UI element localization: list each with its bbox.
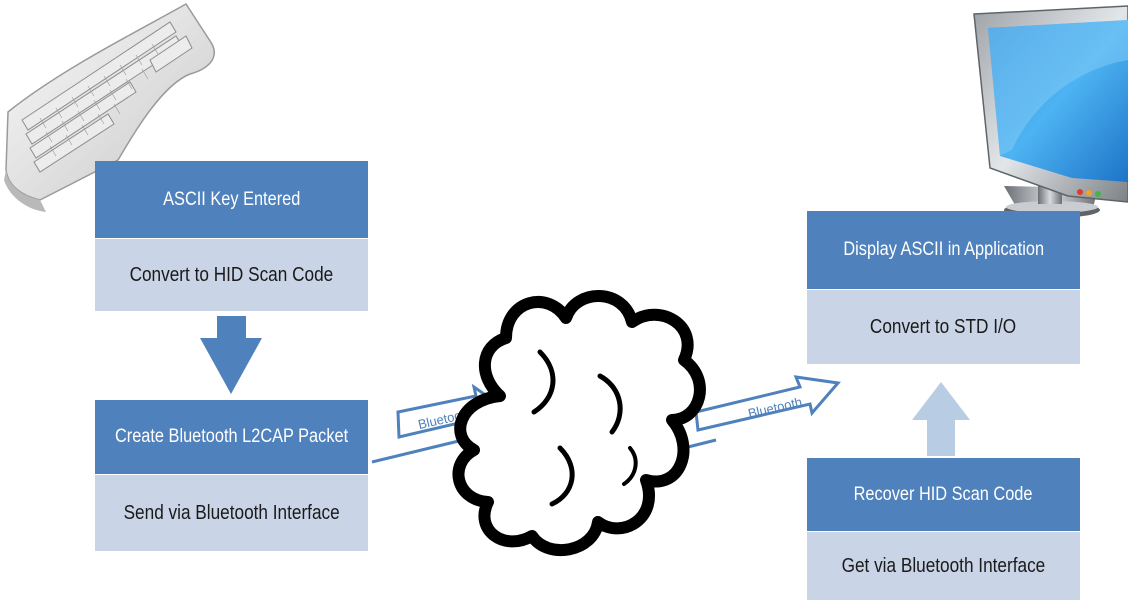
recover-hid-scan-code-label: Recover HID Scan Code bbox=[854, 483, 1033, 505]
get-bluetooth-interface-label: Get via Bluetooth Interface bbox=[841, 554, 1046, 577]
keyboard-icon bbox=[4, 3, 215, 212]
send-bluetooth-interface-label: Send via Bluetooth Interface bbox=[123, 501, 340, 524]
convert-std-io-label: Convert to STD I/O bbox=[870, 315, 1017, 338]
convert-hid-scan-code-label: Convert to HID Scan Code bbox=[129, 263, 334, 286]
down-arrow-icon bbox=[200, 316, 262, 394]
send-bluetooth-interface-body: Send via Bluetooth Interface bbox=[95, 475, 368, 551]
up-arrow-icon bbox=[912, 382, 970, 456]
get-bluetooth-interface-body: Get via Bluetooth Interface bbox=[807, 532, 1080, 600]
monitor-icon bbox=[973, 5, 1128, 218]
convert-hid-scan-code-body: Convert to HID Scan Code bbox=[95, 239, 368, 311]
create-l2cap-packet-header: Create Bluetooth L2CAP Packet bbox=[95, 400, 368, 475]
recover-hid-scan-code-header: Recover HID Scan Code bbox=[807, 458, 1080, 532]
ascii-key-entered-header: ASCII Key Entered bbox=[95, 161, 368, 239]
create-l2cap-packet-label: Create Bluetooth L2CAP Packet bbox=[114, 426, 349, 447]
ascii-key-entered-label: ASCII Key Entered bbox=[162, 188, 301, 210]
convert-std-io-body: Convert to STD I/O bbox=[807, 290, 1080, 364]
display-ascii-header: Display ASCII in Application bbox=[807, 211, 1080, 290]
display-ascii-label: Display ASCII in Application bbox=[843, 239, 1044, 260]
cloud-icon bbox=[452, 290, 706, 556]
